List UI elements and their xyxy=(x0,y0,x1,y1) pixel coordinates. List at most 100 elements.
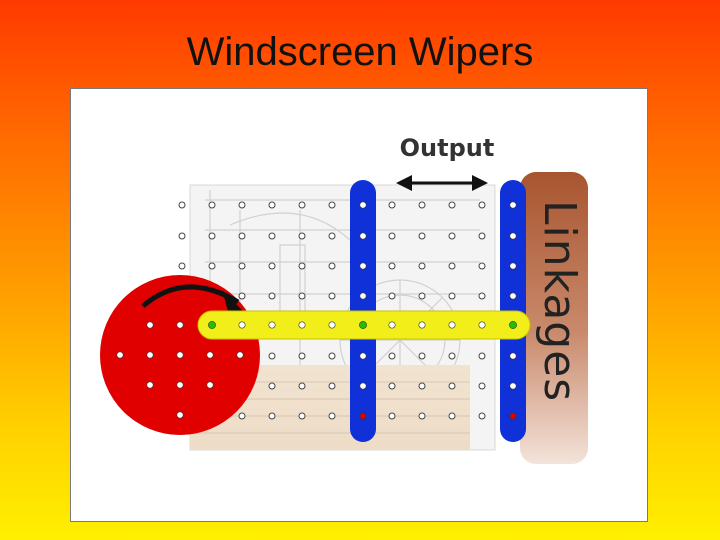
grid-hole xyxy=(268,201,276,209)
lever-pivot-red xyxy=(359,412,367,420)
grid-hole xyxy=(208,232,216,240)
part-holes xyxy=(116,201,517,420)
grid-hole xyxy=(178,232,186,240)
grid-hole xyxy=(388,382,396,390)
grid-hole xyxy=(418,201,426,209)
grid-hole xyxy=(328,292,336,300)
disc-hole xyxy=(116,351,124,359)
rod-hole xyxy=(238,321,246,329)
grid-hole xyxy=(448,201,456,209)
grid-hole xyxy=(448,292,456,300)
rod-pivot-green xyxy=(509,321,517,329)
grid-hole xyxy=(328,201,336,209)
rod-hole xyxy=(328,321,336,329)
lever-pivot-red xyxy=(509,412,517,420)
grid-hole xyxy=(418,292,426,300)
grid-hole xyxy=(388,352,396,360)
grid-hole xyxy=(238,292,246,300)
grid-hole xyxy=(298,262,306,270)
disc-hole xyxy=(176,321,184,329)
lever-hole xyxy=(509,382,517,390)
grid-hole xyxy=(268,352,276,360)
grid-hole xyxy=(328,262,336,270)
grid-hole xyxy=(478,292,486,300)
lever-hole xyxy=(359,232,367,240)
lever-hole xyxy=(359,352,367,360)
grid-hole xyxy=(418,382,426,390)
grid-hole xyxy=(328,352,336,360)
grid-hole xyxy=(178,201,186,209)
disc-hole xyxy=(206,351,214,359)
grid-hole xyxy=(418,412,426,420)
grid-hole xyxy=(238,412,246,420)
lever-hole xyxy=(509,262,517,270)
disc-hole xyxy=(176,381,184,389)
lever-hole xyxy=(509,232,517,240)
grid-hole xyxy=(448,232,456,240)
grid-hole xyxy=(388,262,396,270)
lever-hole xyxy=(509,201,517,209)
grid-hole xyxy=(268,262,276,270)
rod-hole xyxy=(478,321,486,329)
grid-hole xyxy=(388,412,396,420)
grid-hole xyxy=(208,201,216,209)
disc-hole xyxy=(176,411,184,419)
linkages-tab: Linkages xyxy=(520,172,588,464)
lever-hole xyxy=(359,201,367,209)
grid-hole xyxy=(208,262,216,270)
grid-hole xyxy=(478,382,486,390)
disc-hole xyxy=(146,321,154,329)
grid-hole xyxy=(328,412,336,420)
grid-hole xyxy=(478,232,486,240)
grid-hole xyxy=(478,262,486,270)
linkages-label: Linkages xyxy=(534,200,585,402)
grid-hole xyxy=(268,412,276,420)
disc-hole xyxy=(236,351,244,359)
grid-hole xyxy=(238,232,246,240)
grid-hole xyxy=(268,292,276,300)
rod-pivot-green xyxy=(208,321,216,329)
grid-hole xyxy=(418,352,426,360)
disc-hole xyxy=(146,381,154,389)
grid-hole xyxy=(298,352,306,360)
rod-hole xyxy=(268,321,276,329)
grid-hole xyxy=(298,232,306,240)
grid-hole xyxy=(238,201,246,209)
lever-hole xyxy=(509,352,517,360)
slide-title: Windscreen Wipers xyxy=(186,30,534,74)
lever-hole xyxy=(359,292,367,300)
rod-pivot-green xyxy=(359,321,367,329)
lever-hole xyxy=(359,262,367,270)
grid-hole xyxy=(328,382,336,390)
grid-hole xyxy=(328,232,336,240)
lever-hole xyxy=(359,382,367,390)
grid-hole xyxy=(478,412,486,420)
grid-hole xyxy=(298,412,306,420)
grid-hole xyxy=(448,352,456,360)
disc-hole xyxy=(176,351,184,359)
rod-hole xyxy=(388,321,396,329)
rod-hole xyxy=(418,321,426,329)
rod-hole xyxy=(448,321,456,329)
rod-hole xyxy=(298,321,306,329)
grid-hole xyxy=(478,201,486,209)
grid-hole xyxy=(448,262,456,270)
grid-hole xyxy=(418,262,426,270)
grid-hole xyxy=(388,292,396,300)
disc-hole xyxy=(146,351,154,359)
grid-hole xyxy=(268,382,276,390)
grid-hole xyxy=(388,232,396,240)
grid-hole xyxy=(448,412,456,420)
grid-hole xyxy=(178,262,186,270)
grid-hole xyxy=(298,201,306,209)
grid-hole xyxy=(478,352,486,360)
grid-hole xyxy=(448,382,456,390)
lever-hole xyxy=(509,292,517,300)
grid-hole xyxy=(238,262,246,270)
grid-hole xyxy=(268,232,276,240)
grid-hole xyxy=(388,201,396,209)
grid-hole xyxy=(418,232,426,240)
disc-hole xyxy=(206,381,214,389)
grid-hole xyxy=(298,292,306,300)
